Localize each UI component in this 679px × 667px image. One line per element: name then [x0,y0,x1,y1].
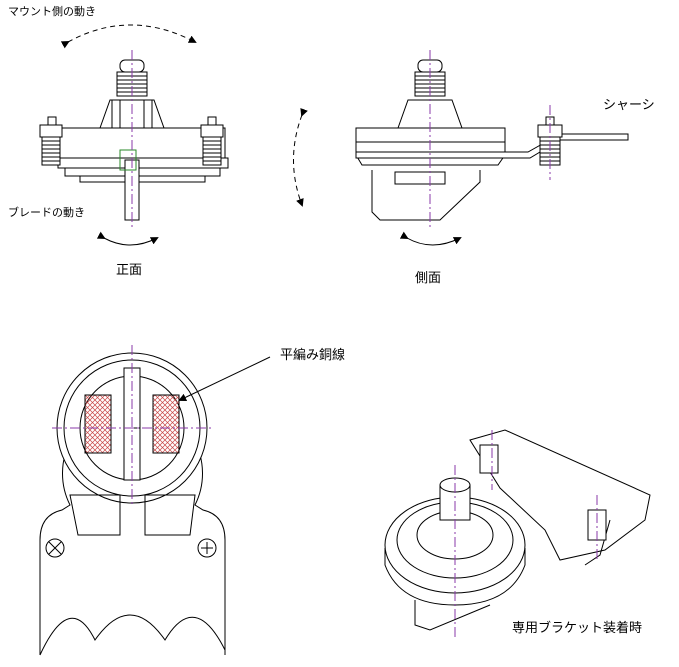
chassis-label: シャーシ [603,98,655,113]
blade-motion-label: ブレードの動き [8,206,85,219]
mount-motion-label: マウント側の動き [8,5,96,18]
front-view-label: 正面 [116,263,143,278]
perspective-drawing [384,429,651,640]
side-view-label: 側面 [415,271,442,286]
side-view-drawing [293,50,629,246]
side-motion-arrow [399,231,462,246]
braided-wire-leader [178,356,271,402]
blade-motion-arrow [96,231,159,246]
braided-wire-label: 平編み銅線 [280,348,346,363]
bottom-view-drawing [39,345,271,656]
bracket-mounted-label: 専用ブラケット装着時 [512,621,643,636]
vertical-motion-arrow [293,107,308,207]
mount-motion-arrow [60,24,197,49]
front-view-drawing [39,24,229,246]
